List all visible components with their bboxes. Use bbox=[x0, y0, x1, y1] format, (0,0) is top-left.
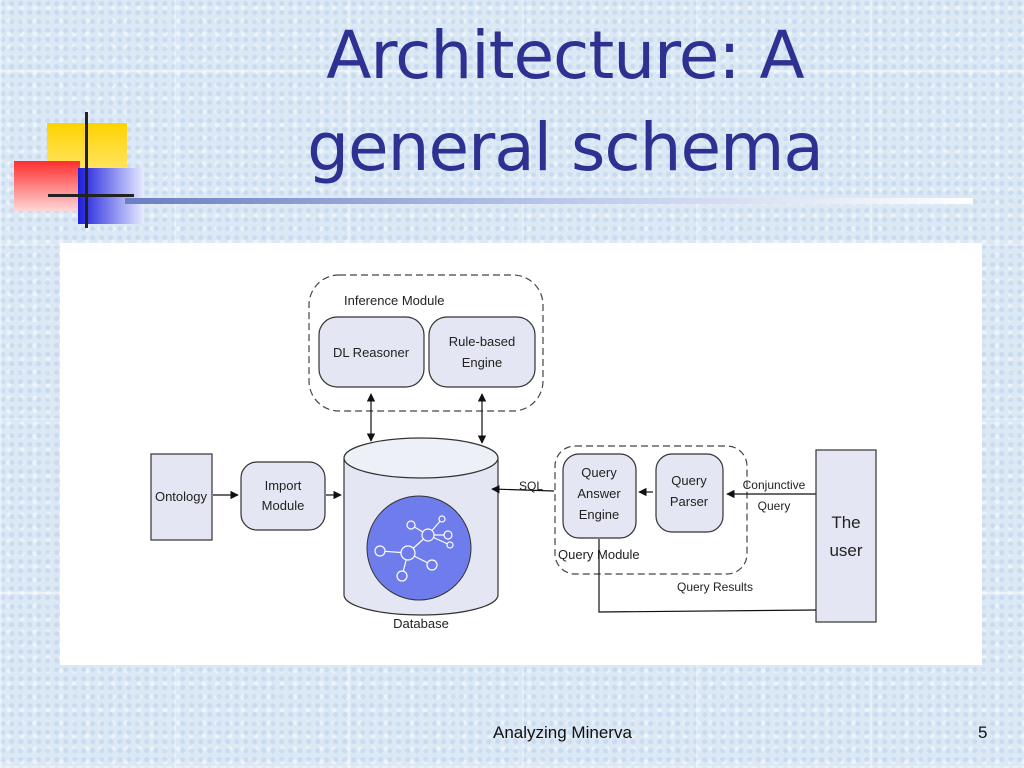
query-parser-label-line2: Parser bbox=[670, 494, 709, 509]
query-answer-engine-label-line1: Query bbox=[581, 465, 617, 480]
query-parser-label-line1: Query bbox=[671, 473, 707, 488]
query-results-label: Query Results bbox=[677, 580, 753, 594]
decor-red-square bbox=[14, 161, 80, 211]
query-module-group bbox=[554, 445, 748, 575]
query-answer-engine-box bbox=[562, 453, 637, 539]
footer-text: Analyzing Minerva bbox=[493, 723, 632, 742]
page-number: 5 bbox=[978, 723, 988, 742]
the-user-box bbox=[815, 449, 877, 623]
architecture-diagram: Inference Module DL Reasoner Rule-based … bbox=[60, 243, 982, 665]
import-module-label-line1: Import bbox=[265, 478, 302, 493]
slide-title-line2: general schema bbox=[307, 109, 824, 186]
decor-horizontal-line bbox=[48, 194, 134, 197]
slide-title-line1: Architecture: A bbox=[326, 17, 804, 94]
ontology-box bbox=[150, 453, 213, 541]
dl-reasoner-label: DL Reasoner bbox=[333, 345, 410, 360]
ontology-label: Ontology bbox=[155, 489, 208, 504]
database-label: Database bbox=[393, 616, 449, 631]
the-user-label-line1: The bbox=[831, 513, 860, 532]
conjunctive-query-label-line2: Query bbox=[758, 499, 791, 513]
query-parser-box bbox=[655, 453, 724, 533]
decor-vertical-line bbox=[85, 112, 88, 228]
rule-based-engine-label-line2: Engine bbox=[462, 355, 502, 370]
import-module-label-line2: Module bbox=[262, 498, 305, 513]
conjunctive-query-label-line1: Conjunctive bbox=[743, 478, 806, 492]
query-answer-engine-label-line2: Answer bbox=[577, 486, 621, 501]
query-results-connector bbox=[598, 539, 817, 613]
the-user-label-line2: user bbox=[829, 541, 862, 560]
dl-reasoner-box bbox=[318, 316, 425, 388]
architecture-diagram-svg: Inference Module DL Reasoner Rule-based … bbox=[150, 274, 877, 631]
import-module-box bbox=[240, 461, 326, 531]
sql-label: SQL bbox=[519, 479, 543, 493]
inference-module-label: Inference Module bbox=[344, 293, 444, 308]
database-graph-icon bbox=[366, 495, 472, 601]
query-answer-engine-label-line3: Engine bbox=[579, 507, 619, 522]
title-underline bbox=[125, 198, 973, 204]
rule-based-engine-label-line1: Rule-based bbox=[449, 334, 516, 349]
rule-based-engine-box bbox=[428, 316, 536, 388]
arrow-sql bbox=[491, 485, 555, 494]
inference-module-group bbox=[308, 274, 544, 412]
slide-title: Architecture: A general schema bbox=[200, 10, 930, 194]
